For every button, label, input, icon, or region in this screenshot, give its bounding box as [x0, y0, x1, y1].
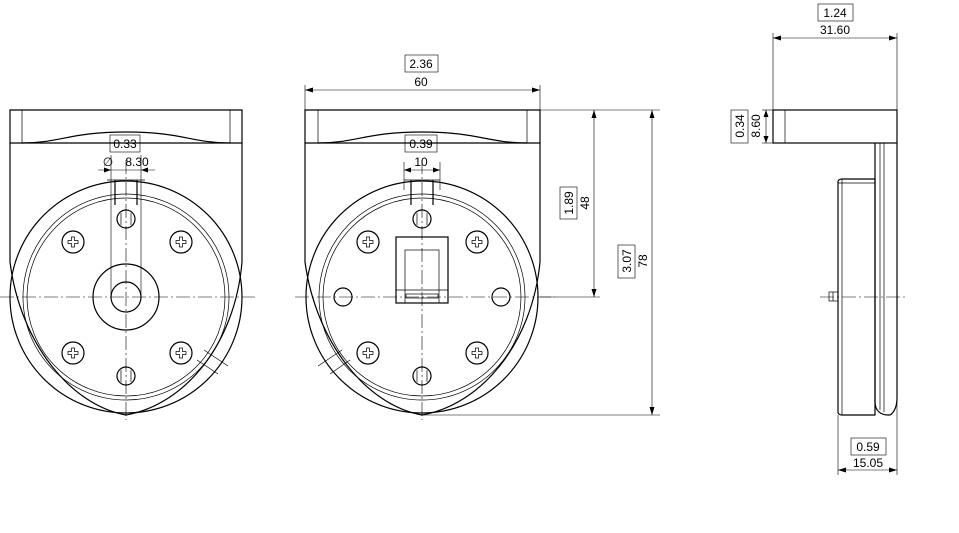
side-pin	[828, 291, 839, 302]
dim-slot-mm: 10	[414, 155, 428, 169]
screw-icon	[356, 341, 380, 365]
dim-depth-inch: 1.24	[823, 6, 847, 20]
left-view: 0.33 ∅ 8.30	[0, 109, 255, 420]
screw-icon	[465, 341, 489, 365]
screw-icon	[61, 341, 85, 365]
dim-bore-symbol: ∅	[103, 155, 113, 169]
screw-icon	[169, 341, 193, 365]
dim-slot-inch: 0.39	[409, 137, 433, 151]
screw-icon	[356, 230, 380, 254]
dim-bore-inch: 0.33	[113, 137, 137, 151]
side-disc	[837, 178, 876, 416]
dim-disc-inch: 0.59	[856, 440, 880, 454]
dim-depth-mm: 31.60	[820, 23, 850, 37]
dim-center-height-inch: 1.89	[562, 191, 576, 215]
screw-icon	[169, 230, 193, 254]
dim-total-height-mm: 78	[636, 254, 650, 268]
dim-plate-inch: 0.34	[733, 114, 747, 138]
front-body-outline	[304, 143, 541, 416]
dim-plate-mm: 8.60	[749, 114, 763, 138]
dim-disc-mm: 15.05	[853, 456, 883, 470]
screw-icon	[61, 230, 85, 254]
side-plate	[772, 109, 898, 144]
dim-center-height-mm: 48	[578, 196, 592, 210]
dim-bore-mm: 8.30	[125, 155, 149, 169]
side-body	[874, 143, 898, 416]
dim-width-inch: 2.36	[409, 57, 433, 71]
dim-width-mm: 60	[414, 75, 428, 89]
front-view: 2.36 60 0.39 10 1.89 48 3.07 78	[295, 54, 660, 420]
screw-icon	[465, 230, 489, 254]
dim-total-height-inch: 3.07	[620, 249, 634, 273]
side-view: 1.24 31.60 0.34 8.60 0.59 15.05	[730, 3, 905, 475]
